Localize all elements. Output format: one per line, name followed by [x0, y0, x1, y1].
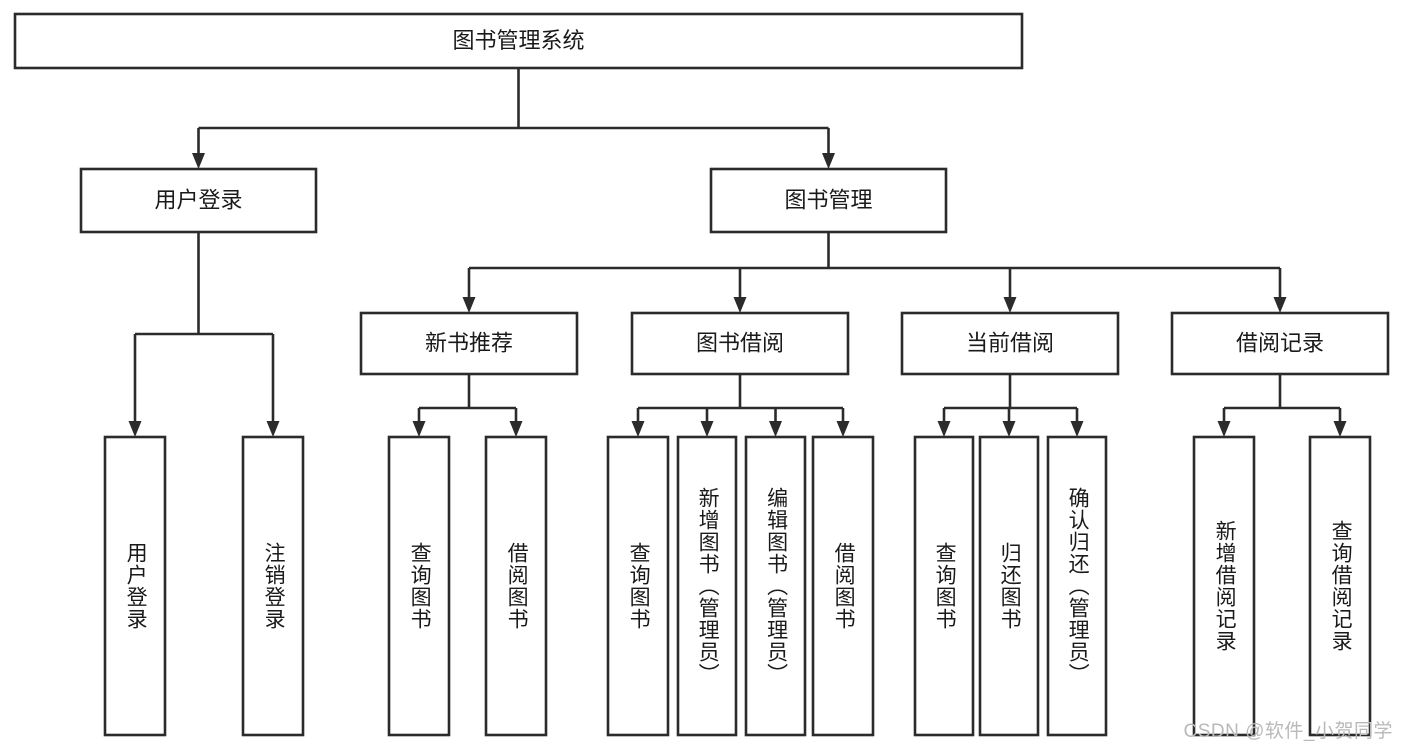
node-n13[interactable]	[744, 435, 807, 737]
node-label: 当前借阅	[966, 330, 1054, 355]
node-n15[interactable]	[913, 435, 975, 737]
node-label: 图书借阅	[696, 330, 784, 355]
node-n5[interactable]: 当前借阅	[900, 311, 1120, 376]
node-box[interactable]	[811, 435, 875, 737]
arrow-head-to-n17	[1070, 421, 1084, 437]
node-n0[interactable]: 图书管理系统	[13, 12, 1024, 70]
node-box[interactable]	[630, 311, 850, 376]
node-label: 图书管理系统	[452, 28, 584, 53]
node-box[interactable]	[1308, 435, 1372, 737]
arrow-head-to-n4	[733, 297, 747, 313]
arrow-head-to-n8	[266, 421, 280, 437]
edge-group-from-n3	[412, 374, 523, 437]
node-label: 图书管理	[784, 187, 872, 212]
node-n18[interactable]	[1192, 435, 1256, 737]
node-box[interactable]	[359, 311, 579, 376]
watermark-text: CSDN @软件_小贺同学	[1183, 721, 1393, 742]
arrow-head-to-n7	[128, 421, 142, 437]
arrow-head-to-n11	[631, 421, 645, 437]
node-box[interactable]	[13, 12, 1024, 70]
node-label: 新书推荐	[425, 330, 513, 355]
node-box[interactable]	[978, 435, 1040, 737]
node-n11[interactable]	[606, 435, 670, 737]
arrow-head-to-n1	[192, 153, 205, 169]
arrow-head-to-n14	[836, 421, 850, 437]
node-n1[interactable]: 用户登录	[79, 167, 318, 234]
node-box[interactable]	[913, 435, 975, 737]
node-box[interactable]	[1192, 435, 1256, 737]
arrow-head-to-n9	[412, 421, 426, 437]
edge-group-from-n6	[1217, 374, 1347, 437]
arrow-head-to-n10	[509, 421, 523, 437]
node-box[interactable]	[900, 311, 1120, 376]
arrow-head-to-n3	[462, 297, 476, 313]
node-box[interactable]	[1046, 435, 1108, 737]
node-n9[interactable]	[387, 435, 451, 737]
node-n16[interactable]	[978, 435, 1040, 737]
node-n14[interactable]	[811, 435, 875, 737]
node-n4[interactable]: 图书借阅	[630, 311, 850, 376]
node-n6[interactable]: 借阅记录	[1170, 311, 1390, 376]
node-n19[interactable]	[1308, 435, 1372, 737]
arrow-head-to-n13	[769, 421, 782, 437]
arrow-head-to-n6	[1273, 297, 1287, 313]
arrow-head-to-n18	[1217, 421, 1231, 437]
arrow-head-to-n15	[937, 421, 951, 437]
node-n2[interactable]: 图书管理	[709, 167, 948, 234]
node-box[interactable]	[241, 435, 305, 737]
node-n3[interactable]: 新书推荐	[359, 311, 579, 376]
node-box[interactable]	[387, 435, 451, 737]
node-n8[interactable]	[241, 435, 305, 737]
node-box[interactable]	[606, 435, 670, 737]
node-box[interactable]	[676, 435, 738, 737]
node-n10[interactable]	[484, 435, 548, 737]
edge-group-from-n4	[631, 374, 850, 437]
node-box[interactable]	[709, 167, 948, 234]
node-box[interactable]	[1170, 311, 1390, 376]
node-box[interactable]	[484, 435, 548, 737]
arrow-head-to-n2	[822, 153, 835, 169]
node-n12[interactable]	[676, 435, 738, 737]
node-label: 用户登录	[154, 187, 242, 212]
edge-group-from-n1	[128, 232, 280, 437]
node-n7[interactable]	[103, 435, 167, 737]
node-n17[interactable]	[1046, 435, 1108, 737]
edge-group-from-n5	[937, 374, 1084, 437]
arrow-head-to-n12	[700, 421, 714, 437]
node-box[interactable]	[103, 435, 167, 737]
node-label: 借阅记录	[1236, 330, 1324, 355]
arrow-head-to-n19	[1333, 421, 1347, 437]
edge-group-from-n2	[462, 232, 1287, 313]
node-box[interactable]	[744, 435, 807, 737]
arrow-head-to-n5	[1003, 297, 1017, 313]
edge-group-from-n0	[192, 68, 835, 169]
node-box[interactable]	[79, 167, 318, 234]
arrow-head-to-n16	[1002, 421, 1016, 437]
